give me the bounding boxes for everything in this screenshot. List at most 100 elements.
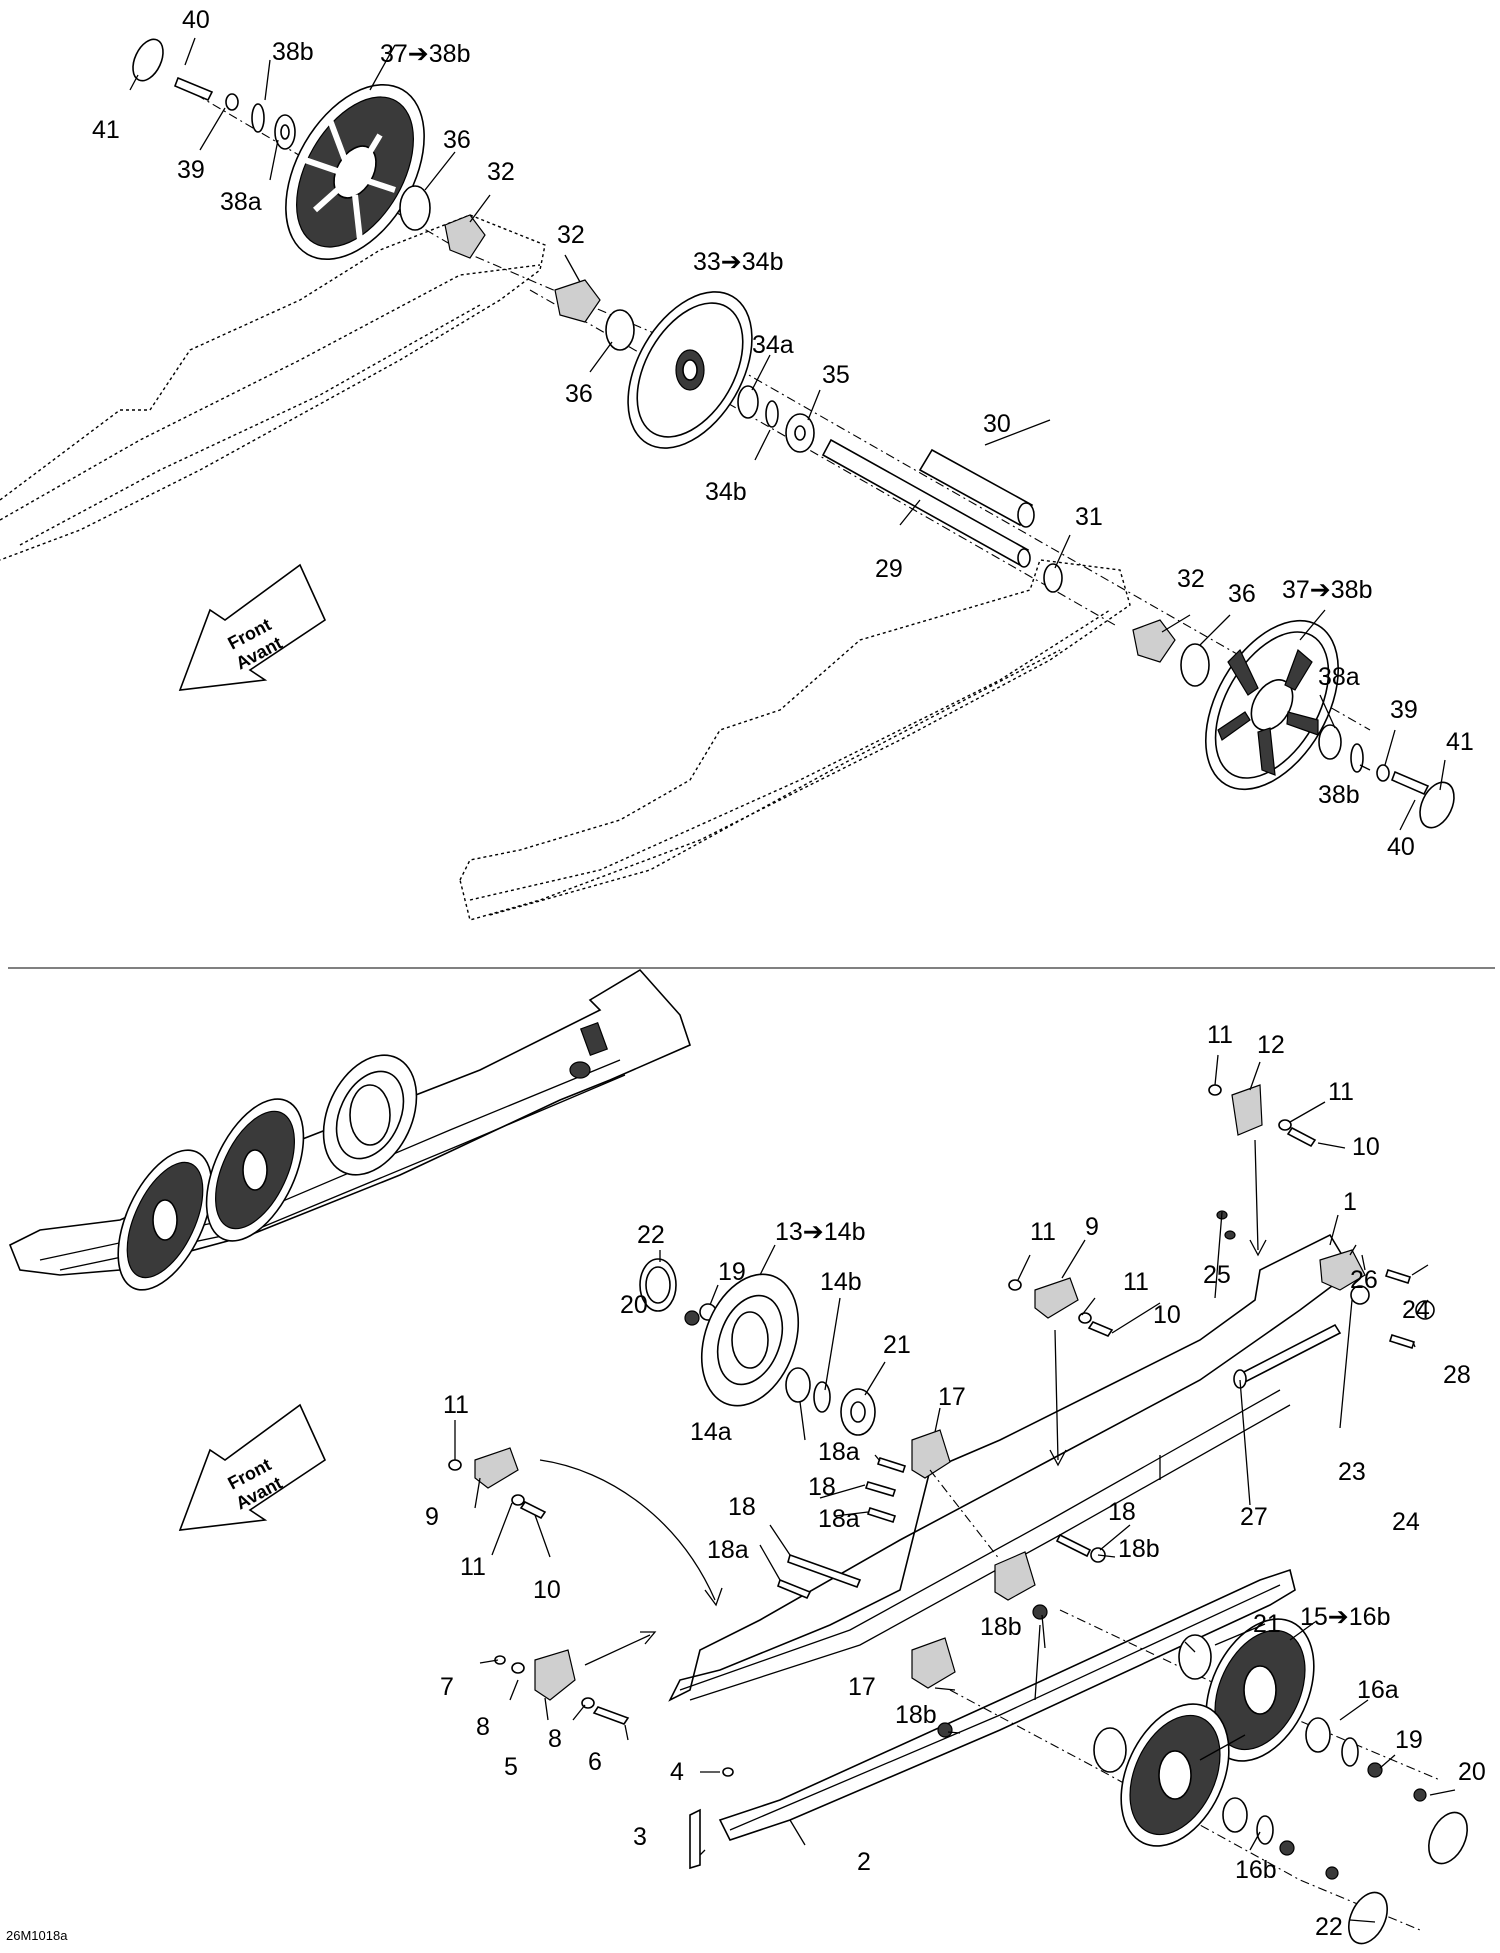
washer-31 (1043, 563, 1063, 593)
nut-20-a (684, 1310, 700, 1326)
callout-39: 39 (177, 156, 205, 184)
spacer-32-a (444, 214, 486, 259)
bolt-40-b (1390, 770, 1430, 796)
callout-3: 3 (633, 1823, 647, 1851)
callout-13-14b: 13➔14b (775, 1218, 865, 1246)
bolt-10-a (1286, 1126, 1317, 1148)
ring-16b (1256, 1815, 1274, 1845)
callout-38b-b: 38b (1318, 781, 1360, 809)
callout-9-a: 9 (1085, 1213, 1099, 1241)
callout-39-b: 39 (1390, 696, 1418, 724)
callout-14a: 14a (690, 1418, 732, 1446)
callout-35: 35 (822, 361, 850, 389)
callout-8-b: 8 (548, 1725, 562, 1753)
callout-32-c: 32 (1177, 565, 1205, 593)
callout-22-a: 22 (637, 1221, 665, 1249)
right-rail (459, 559, 1131, 921)
spacer-32-b (554, 279, 601, 323)
callout-11-b: 11 (1328, 1078, 1354, 1106)
callout-20-a: 20 (620, 1291, 648, 1319)
callout-18a-c: 18a (707, 1536, 749, 1564)
callout-19-a: 19 (718, 1258, 746, 1286)
part-23 (1350, 1285, 1370, 1305)
ring-38b-b (1350, 743, 1364, 773)
callout-15-16b: 15➔16b (1300, 1603, 1390, 1631)
wheel-13 (700, 1273, 800, 1407)
bolt-18a-b (866, 1506, 897, 1524)
left-rail (0, 214, 546, 561)
callout-22-b: 22 (1315, 1913, 1343, 1941)
bearing-34a (737, 385, 759, 419)
callout-38a-b: 38a (1318, 663, 1360, 691)
callout-11-c: 11 (1030, 1218, 1056, 1246)
callout-16a: 16a (1357, 1676, 1399, 1704)
nut-20-b (1413, 1788, 1427, 1802)
ring-34b (765, 400, 779, 428)
washer-11-f (511, 1494, 525, 1506)
spacer-21-c (1093, 1727, 1127, 1773)
callout-38a: 38a (220, 188, 262, 216)
nut-20-c (1325, 1866, 1339, 1880)
ring-38b (251, 103, 265, 133)
cap-41-b (1419, 781, 1455, 829)
bolt-18-c (1055, 1533, 1092, 1558)
callout-29: 29 (875, 555, 903, 583)
callout-20-b: 20 (1458, 1758, 1486, 1786)
callout-1: 1 (1343, 1188, 1357, 1216)
bottom-exploded-view: Front Avant (6, 968, 1486, 1945)
nut-18b-b (937, 1722, 953, 1738)
bearing-16a (1305, 1717, 1331, 1753)
callout-19-b: 19 (1395, 1726, 1423, 1754)
callout-40-b: 40 (1387, 833, 1415, 861)
callout-37-38b: 37➔38b (380, 40, 470, 68)
bolt-10-c (519, 1500, 547, 1520)
wheel-15-b (1120, 1703, 1230, 1847)
callout-25: 25 (1203, 1261, 1231, 1289)
bolt-40 (173, 76, 214, 102)
bracket-17-c (911, 1637, 956, 1689)
bearing-16b (1222, 1797, 1248, 1833)
front-arrow-bottom: Front Avant (178, 1403, 327, 1531)
washer-19-b (1367, 1762, 1383, 1778)
bracket-12 (1231, 1084, 1263, 1136)
callout-21-a: 21 (883, 1331, 911, 1359)
bearing-38a-b (1318, 724, 1342, 760)
cap-22-c (1348, 1891, 1388, 1945)
bracket-9-a (1034, 1277, 1079, 1319)
callout-12: 12 (1257, 1031, 1285, 1059)
bolt-18a-c (777, 1578, 812, 1600)
nut-25-b (1224, 1230, 1236, 1240)
callout-31: 31 (1075, 503, 1103, 531)
stopper-5 (534, 1649, 576, 1701)
idler-wheel-lower-right (1204, 619, 1340, 791)
callout-23: 23 (1338, 1458, 1366, 1486)
callout-4: 4 (670, 1758, 684, 1786)
nut-28 (1415, 1300, 1435, 1320)
callout-38b: 38b (272, 38, 314, 66)
nut-4 (722, 1767, 734, 1777)
callout-11-f: 11 (460, 1553, 486, 1581)
callout-18b-c: 18b (895, 1701, 937, 1729)
spacer-36-b (605, 309, 635, 351)
callout-17-b: 17 (848, 1673, 876, 1701)
bolt-18-a (864, 1481, 897, 1497)
callout-10-b: 10 (1153, 1301, 1181, 1329)
callout-18-b: 18 (728, 1493, 756, 1521)
callout-21-b: 21 (1253, 1610, 1281, 1638)
callout-41-b: 41 (1446, 728, 1474, 756)
callout-9-b: 9 (425, 1503, 439, 1531)
washer-39 (225, 93, 239, 111)
callout-11-d: 11 (1123, 1268, 1149, 1296)
washer-8-a (511, 1662, 525, 1674)
spacer-21-b (1178, 1634, 1212, 1680)
callout-30: 30 (983, 410, 1011, 438)
bracket-9-b (474, 1447, 519, 1489)
callout-8-a: 8 (476, 1713, 490, 1741)
bolt-6 (592, 1706, 630, 1725)
washer-19-c (1279, 1840, 1295, 1856)
washer-11-b (1278, 1119, 1292, 1131)
callout-10-a: 10 (1352, 1133, 1380, 1161)
callout-18-a: 18 (808, 1473, 836, 1501)
sleeve-30 (918, 448, 1035, 528)
